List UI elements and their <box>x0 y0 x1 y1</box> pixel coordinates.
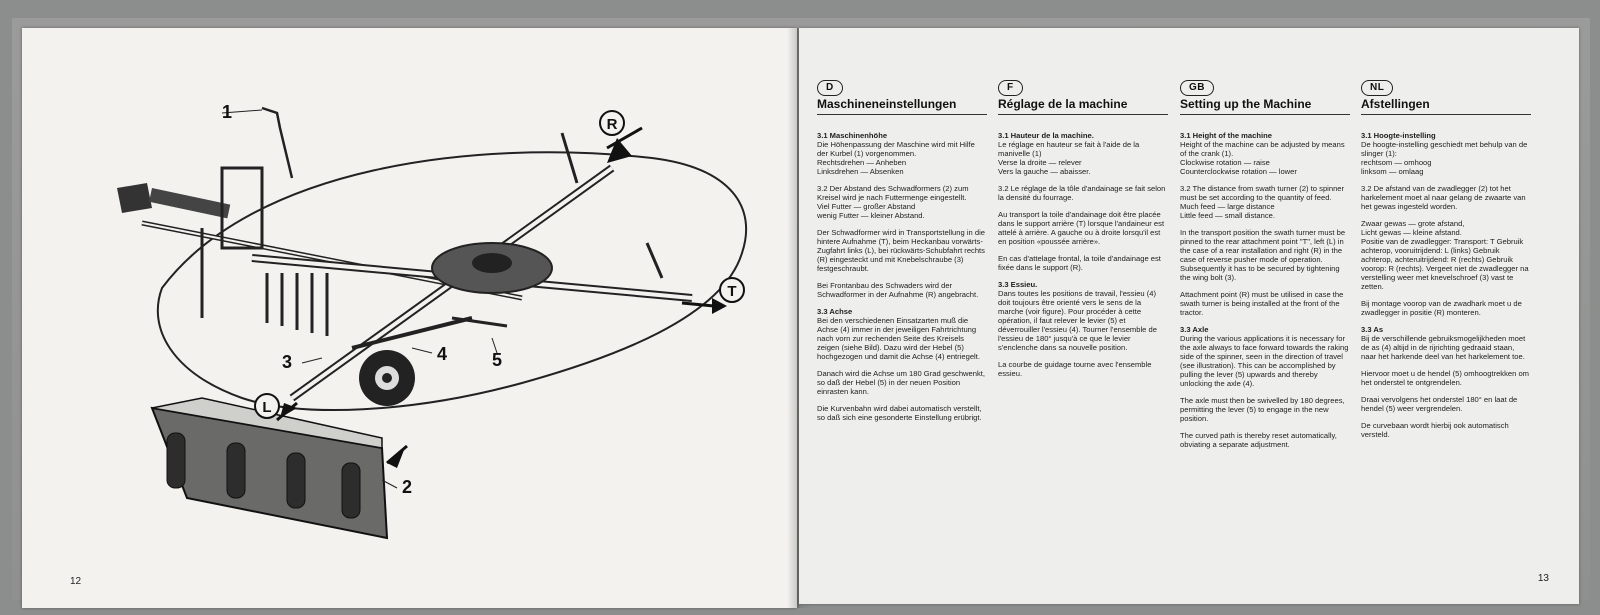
paragraph-text: 3.2 The distance from swath turner (2) t… <box>1180 184 1345 220</box>
paragraph: Hiervoor moet u de hendel (5) omhoogtrek… <box>1361 369 1531 387</box>
paragraph-text: Bei den verschiedenen Einsatzarten muß d… <box>817 316 980 361</box>
paragraph: Zwaar gewas — grote afstand, Licht gewas… <box>1361 219 1531 291</box>
column-title-gb: Setting up the Machine <box>1180 98 1350 115</box>
paragraph: De curvebaan wordt hierbij ook automatis… <box>1361 421 1531 439</box>
frame-curve <box>156 151 747 411</box>
callout-4: 4 <box>437 344 447 364</box>
column-title-nl: Afstellingen <box>1361 98 1531 115</box>
left-page: 1 2 3 4 5 R T L 12 <box>22 28 797 608</box>
paragraph-text: The axle must then be swivelled by 180 d… <box>1180 396 1345 423</box>
rake-illustration: 1 2 3 4 5 R T L <box>117 102 747 540</box>
paragraph-text: Le réglage en hauteur se fait à l'aide d… <box>998 140 1140 176</box>
paragraph-text: Au transport la toile d'andainage doit ê… <box>998 210 1165 246</box>
paragraph-text: De curvebaan wordt hierbij ook automatis… <box>1361 421 1509 439</box>
paragraph-text: De hoogte-instelling geschiedt met behul… <box>1361 140 1528 176</box>
circle-label-r: R <box>599 110 625 136</box>
paragraph: The curved path is thereby reset automat… <box>1180 431 1350 449</box>
paragraph-text: Die Kurvenbahn wird dabei automatisch ve… <box>817 404 982 422</box>
paragraph: 3.3 Essieu.Dans toutes les positions de … <box>998 280 1168 352</box>
callout-1: 1 <box>222 102 232 122</box>
callout-3: 3 <box>282 352 292 372</box>
callout-2: 2 <box>402 477 412 497</box>
paragraph: Die Kurvenbahn wird dabei automatisch ve… <box>817 404 987 422</box>
paragraph: 3.2 Le réglage de la tôle d'andainage se… <box>998 184 1168 202</box>
lang-badge-gb: GB <box>1180 80 1214 96</box>
manual-spread: 1 2 3 4 5 R T L 12 D Maschineneinstellu <box>12 18 1590 608</box>
paragraph-text: Bij montage voorop van de zwadhark moet … <box>1361 299 1522 317</box>
paragraph-text: Zwaar gewas — grote afstand, Licht gewas… <box>1361 219 1529 291</box>
circle-label-t: T <box>719 277 745 303</box>
page-number-left: 12 <box>70 576 82 587</box>
paragraph-text: Die Höhenpassung der Maschine wird mit H… <box>817 140 975 176</box>
section-heading: 3.1 Maschinenhöhe <box>817 131 888 140</box>
section-heading: 3.1 Hoogte-instelling <box>1361 131 1436 140</box>
paragraph: 3.2 Der Abstand des Schwadformers (2) zu… <box>817 184 987 220</box>
svg-text:T: T <box>727 283 736 300</box>
column-body-fr: 3.1 Hauteur de la machine.Le réglage en … <box>998 131 1168 378</box>
section-heading: 3.1 Height of the machine <box>1180 131 1272 140</box>
paragraph-text: 3.2 Le réglage de la tôle d'andainage se… <box>998 184 1166 202</box>
section-heading: 3.3 As <box>1361 325 1384 334</box>
paragraph: 3.2 De afstand van de zwadlegger (2) tot… <box>1361 184 1531 211</box>
column-title-fr: Réglage de la machine <box>998 98 1168 115</box>
paragraph-text: Danach wird die Achse um 180 Grad geschw… <box>817 369 985 396</box>
paragraph: Bei Frontanbau des Schwaders wird der Sc… <box>817 281 987 299</box>
section-heading: 3.3 Essieu. <box>998 280 1038 289</box>
paragraph-text: Dans toutes les positions de travail, l'… <box>998 289 1157 352</box>
paragraph-text: Hiervoor moet u de hendel (5) omhoogtrek… <box>1361 369 1529 387</box>
paragraph: Der Schwadformer wird in Transportstellu… <box>817 228 987 273</box>
right-page: D Maschineneinstellungen 3.1 Maschinenhö… <box>799 28 1579 604</box>
paragraph-text: Draai vervolgens het onderstel 180° en l… <box>1361 395 1518 413</box>
paragraph: Draai vervolgens het onderstel 180° en l… <box>1361 395 1531 413</box>
paragraph: 3.1 Hauteur de la machine.Le réglage en … <box>998 131 1168 176</box>
section-heading: 3.3 Achse <box>817 307 853 316</box>
paragraph-text: During the various applications it is ne… <box>1180 334 1349 388</box>
paragraph-text: En cas d'attelage frontal, la toile d'an… <box>998 254 1161 272</box>
lang-badge-nl: NL <box>1361 80 1394 96</box>
paragraph-text: Height of the machine can be adjusted by… <box>1180 140 1345 176</box>
column-title-de: Maschineneinstellungen <box>817 98 987 115</box>
paragraph: La courbe de guidage tourne avec l'ensem… <box>998 360 1168 378</box>
paragraph-text: 3.2 De afstand van de zwadlegger (2) tot… <box>1361 184 1526 211</box>
page-number-right: 13 <box>1537 573 1549 584</box>
svg-text:L: L <box>262 399 271 416</box>
svg-text:R: R <box>607 116 618 133</box>
paragraph-text: 3.2 Der Abstand des Schwadformers (2) zu… <box>817 184 969 220</box>
section-heading: 3.3 Axle <box>1180 325 1209 334</box>
paragraph-text: La courbe de guidage tourne avec l'ensem… <box>998 360 1152 378</box>
section-heading: 3.1 Hauteur de la machine. <box>998 131 1094 140</box>
paragraph: 3.2 The distance from swath turner (2) t… <box>1180 184 1350 220</box>
column-fr: F Réglage de la machine 3.1 Hauteur de l… <box>998 80 1168 386</box>
paragraph-text: The curved path is thereby reset automat… <box>1180 431 1337 449</box>
paragraph: Bij montage voorop van de zwadhark moet … <box>1361 299 1531 317</box>
lang-badge-de: D <box>817 80 843 96</box>
lang-badge-fr: F <box>998 80 1023 96</box>
callout-5: 5 <box>492 350 502 370</box>
paragraph: Danach wird die Achse um 180 Grad geschw… <box>817 369 987 396</box>
circle-label-l: L <box>254 393 280 419</box>
paragraph-text: Der Schwadformer wird in Transportstellu… <box>817 228 985 273</box>
paragraph: Attachment point (R) must be utilised in… <box>1180 290 1350 317</box>
paragraph: The axle must then be swivelled by 180 d… <box>1180 396 1350 423</box>
paragraph-text: Attachment point (R) must be utilised in… <box>1180 290 1344 317</box>
paragraph: In the transport position the swath turn… <box>1180 228 1350 282</box>
paragraph-text: Bei Frontanbau des Schwaders wird der Sc… <box>817 281 979 299</box>
paragraph-text: In the transport position the swath turn… <box>1180 228 1346 282</box>
column-gb: GB Setting up the Machine 3.1 Height of … <box>1180 80 1350 457</box>
column-de: D Maschineneinstellungen 3.1 Maschinenhö… <box>817 80 987 430</box>
paragraph: Au transport la toile d'andainage doit ê… <box>998 210 1168 246</box>
paragraph: En cas d'attelage frontal, la toile d'an… <box>998 254 1168 272</box>
paragraph-text: Bij de verschillende gebruiksmogelijkhed… <box>1361 334 1526 361</box>
